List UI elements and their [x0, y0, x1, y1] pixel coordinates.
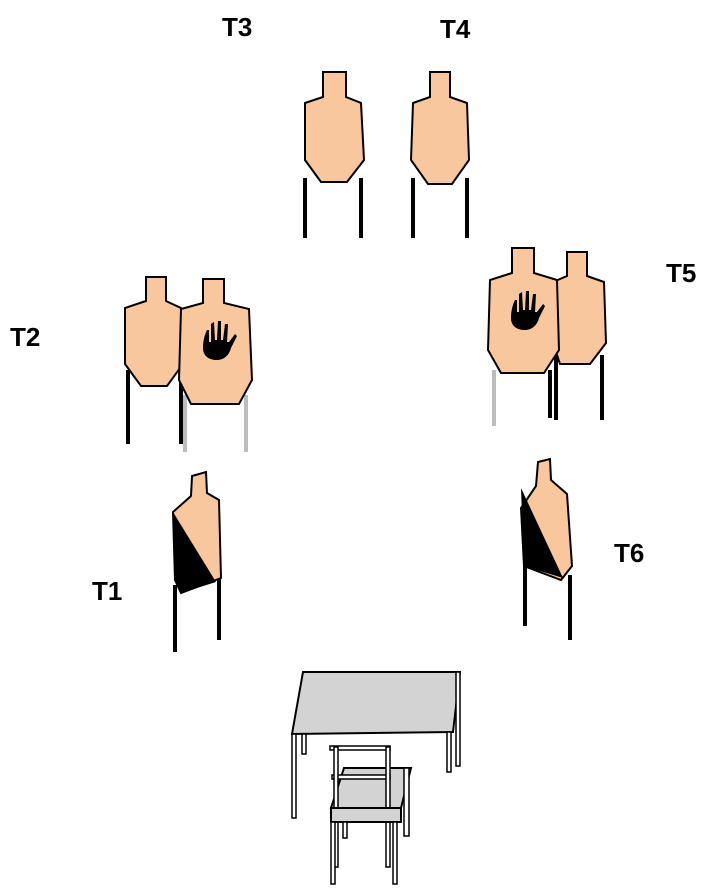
- target-label-t1: T1: [92, 576, 123, 606]
- target-t3: [303, 71, 366, 238]
- table-icon: [290, 671, 462, 819]
- no-shoot-t2: [177, 278, 254, 452]
- hardcover-area: [173, 512, 216, 593]
- target-body: [409, 71, 471, 185]
- target-body: [304, 71, 366, 183]
- target-label-t5: T5: [666, 258, 697, 288]
- target-body: [552, 251, 608, 365]
- target-label-t3: T3: [222, 12, 253, 42]
- target-label-t4: T4: [440, 14, 471, 44]
- target-label-t2: T2: [10, 322, 41, 352]
- target-t1: [171, 470, 223, 652]
- target-body: [124, 276, 185, 387]
- chair-icon: [329, 745, 413, 885]
- target-label-t6: T6: [614, 538, 645, 568]
- hardcover-area: [521, 488, 563, 578]
- target-t4: [409, 71, 471, 238]
- no-shoot-t5: [486, 247, 561, 426]
- target-t2: [124, 276, 185, 444]
- target-t5: [552, 251, 608, 420]
- target-t6: [519, 457, 574, 640]
